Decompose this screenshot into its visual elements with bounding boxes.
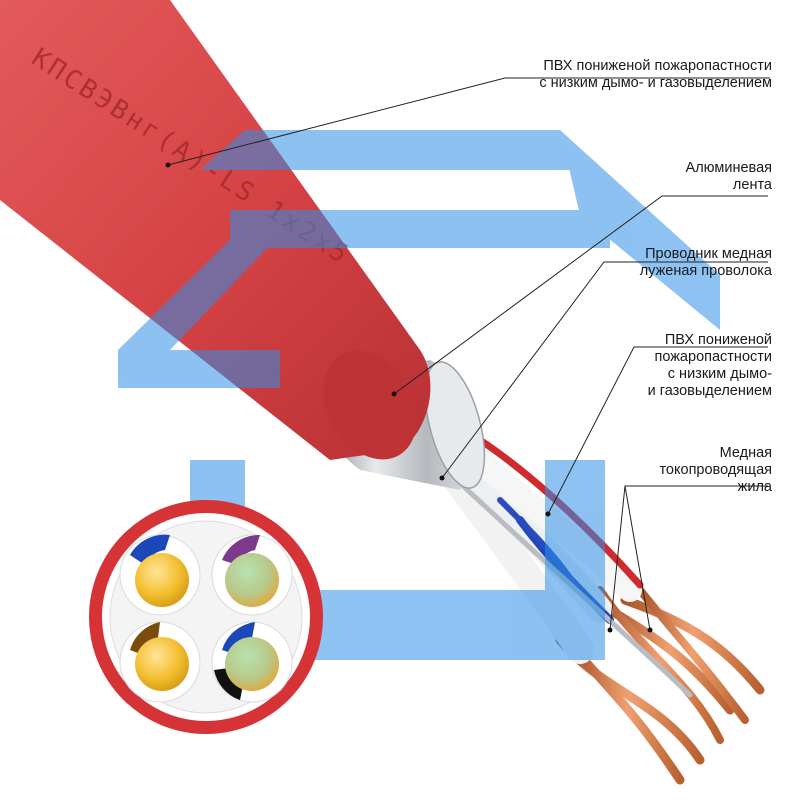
leader-copper-2 bbox=[624, 485, 651, 631]
callout-line: пожаропастности bbox=[654, 349, 772, 365]
callout-line: токопроводящая bbox=[659, 462, 772, 478]
callout-line: Медная bbox=[719, 445, 772, 461]
callout-copper-conductor: Медная токопроводящая жила bbox=[659, 445, 772, 496]
leader-outer-sheath bbox=[167, 77, 770, 166]
callout-line: луженая проволока bbox=[639, 263, 772, 279]
callout-line: с низким дымо- bbox=[667, 366, 772, 382]
copper-conductors bbox=[555, 586, 765, 785]
core-top-right bbox=[211, 534, 293, 616]
leader-drain-wire bbox=[441, 261, 768, 479]
leader-core-insulation bbox=[547, 346, 768, 515]
callout-line: лента bbox=[732, 177, 772, 193]
cross-section bbox=[89, 500, 323, 734]
callout-line: с низким дымо- и газовыделением bbox=[539, 75, 772, 91]
core-bottom-right bbox=[211, 621, 293, 703]
callout-line: ПВХ пониженой пожаропастности bbox=[543, 58, 772, 74]
core-bottom-left bbox=[119, 621, 201, 703]
callout-aluminium-tape: Алюминевая лента bbox=[686, 160, 772, 194]
watermark-logo bbox=[118, 130, 720, 660]
callout-outer-sheath: ПВХ пониженой пожаропастности с низким д… bbox=[539, 58, 772, 92]
callout-line: ПВХ пониженой bbox=[664, 332, 772, 348]
leader-lines bbox=[167, 77, 770, 631]
leader-copper-1 bbox=[609, 485, 768, 631]
leader-aluminium-tape bbox=[393, 195, 768, 395]
callout-line: и газовыделением bbox=[647, 383, 772, 399]
callout-core-insulation: ПВХ пониженой пожаропастности с низким д… bbox=[648, 332, 772, 400]
callout-line: Проводник медная bbox=[645, 246, 772, 262]
leader-dots bbox=[165, 162, 653, 633]
callout-drain-wire: Проводник медная луженая проволока bbox=[640, 246, 772, 280]
core-top-left bbox=[119, 534, 201, 616]
callout-line: жила bbox=[737, 479, 772, 495]
callout-line: Алюминевая bbox=[685, 160, 772, 176]
